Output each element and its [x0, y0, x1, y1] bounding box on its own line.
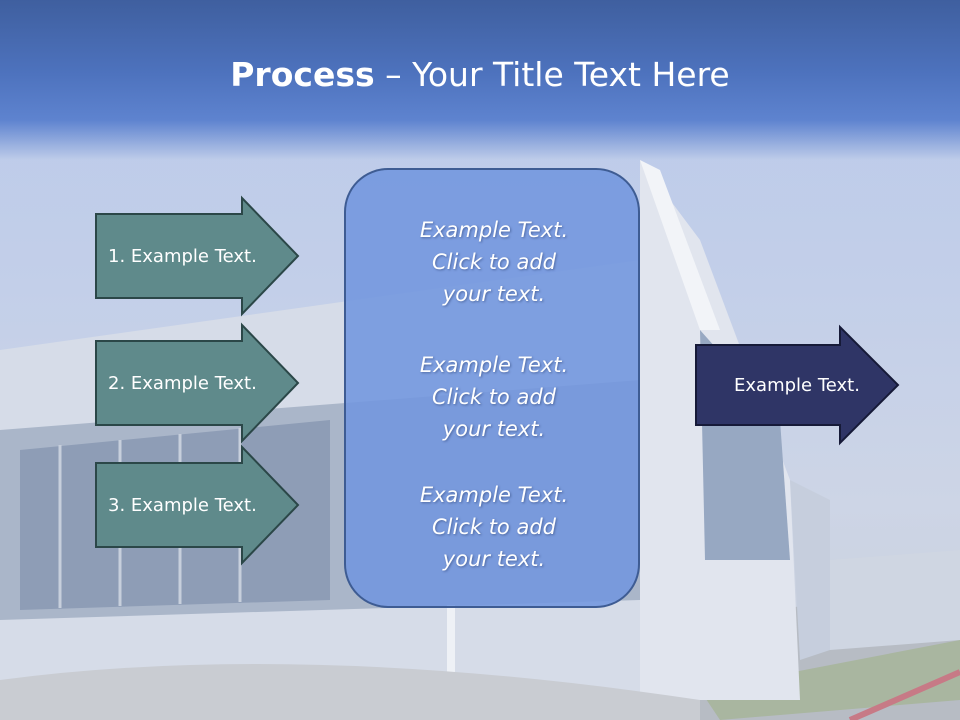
arrow-right-shape [695, 324, 900, 446]
panel-text-block-2[interactable]: Example Text. Click to add your text. [346, 349, 642, 445]
result-arrow-label: Example Text. [734, 374, 860, 396]
slide-title[interactable]: Process – Your Title Text Here [0, 52, 960, 98]
step-arrow-2[interactable]: 2. Example Text. [95, 322, 300, 444]
arrow-right-shape [95, 444, 300, 566]
center-text-panel[interactable]: Example Text. Click to add your text. Ex… [344, 168, 640, 608]
step-arrow-3[interactable]: 3. Example Text. [95, 444, 300, 566]
panel-line: your text. [442, 417, 546, 441]
panel-line: Click to add [431, 515, 556, 539]
arrow-right-shape [95, 322, 300, 444]
result-arrow[interactable]: Example Text. [695, 324, 900, 446]
arrow-right-shape [95, 195, 300, 317]
title-rest: – Your Title Text Here [374, 55, 730, 94]
panel-text-block-1[interactable]: Example Text. Click to add your text. [346, 214, 642, 310]
step-arrow-1[interactable]: 1. Example Text. [95, 195, 300, 317]
panel-line: your text. [442, 282, 546, 306]
step-arrow-label: 2. Example Text. [108, 372, 257, 394]
step-arrow-label: 3. Example Text. [108, 494, 257, 516]
panel-line: your text. [442, 547, 546, 571]
title-band [0, 0, 960, 160]
panel-line: Example Text. [419, 483, 569, 507]
panel-line: Example Text. [419, 353, 569, 377]
title-bold-word: Process [230, 55, 375, 94]
step-arrow-label: 1. Example Text. [108, 245, 257, 267]
panel-text-block-3[interactable]: Example Text. Click to add your text. [346, 479, 642, 575]
panel-line: Click to add [431, 250, 556, 274]
panel-line: Click to add [431, 385, 556, 409]
panel-line: Example Text. [419, 218, 569, 242]
